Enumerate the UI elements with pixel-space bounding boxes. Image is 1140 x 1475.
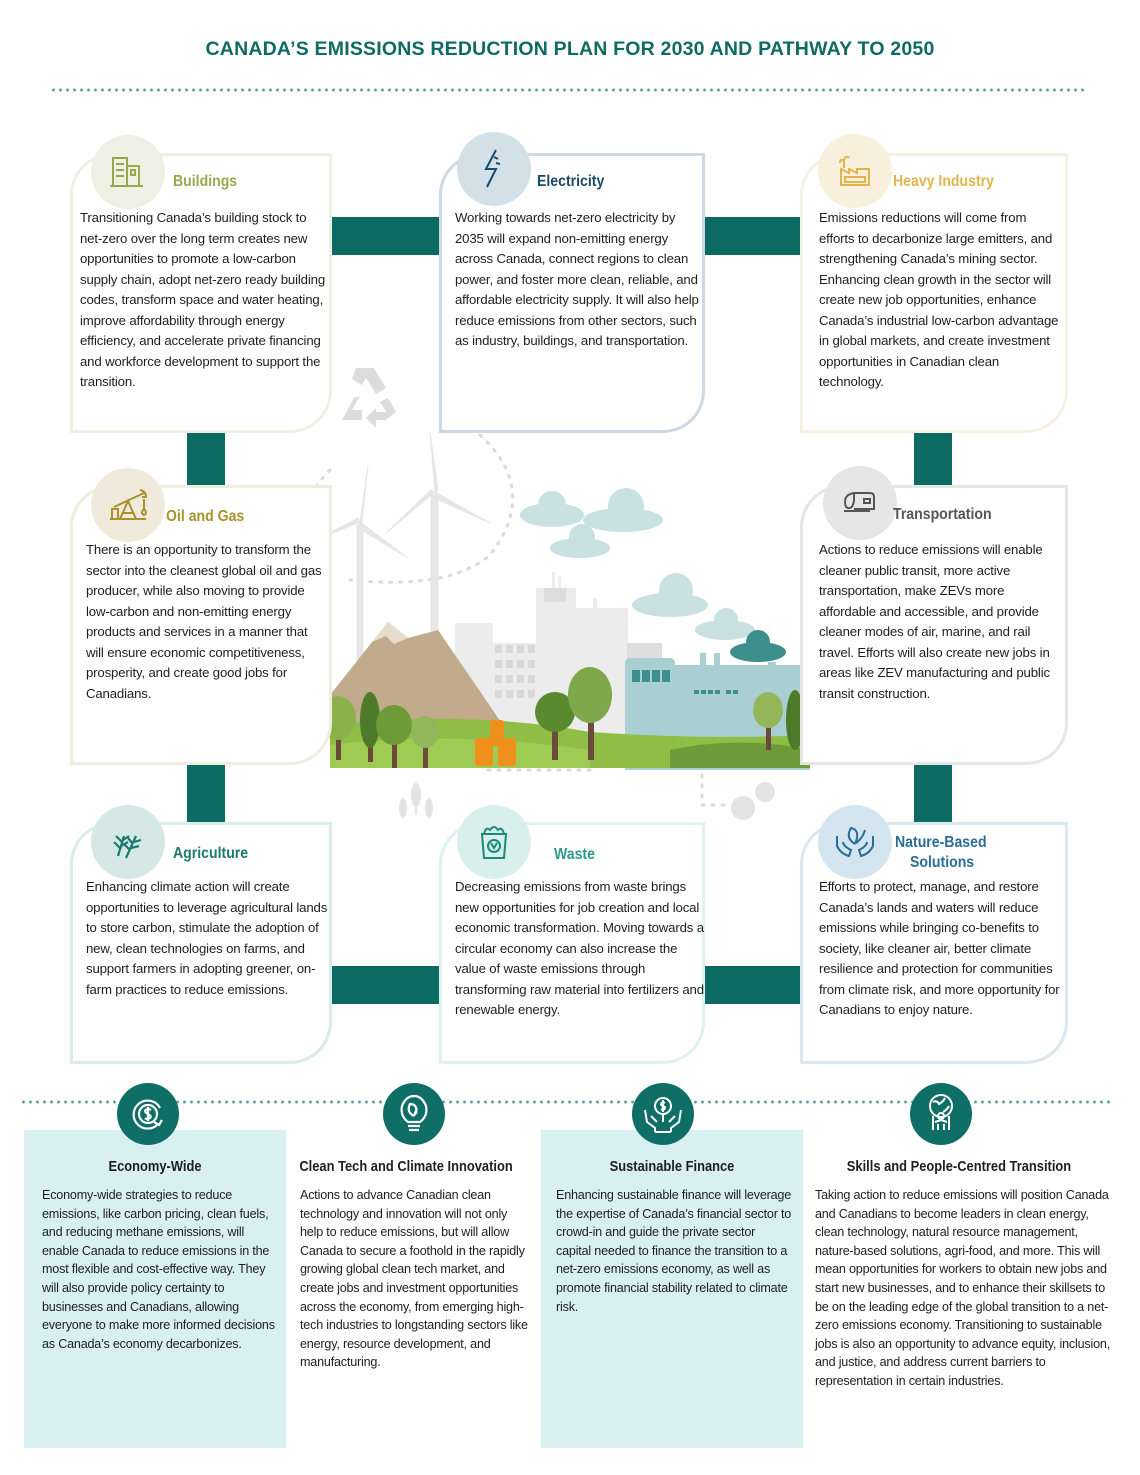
sector-description: Decreasing emissions from waste brings n… bbox=[455, 879, 704, 1017]
connector-transport-nature bbox=[914, 762, 952, 822]
oil-and-gas-icon-badge bbox=[91, 468, 165, 542]
sector-title-line-1: Nature-Based bbox=[895, 834, 987, 851]
pillar-title-skills: Skills and People-Centred Transition bbox=[846, 1158, 1072, 1175]
connector-waste-nature bbox=[705, 966, 803, 1004]
pillar-bg-economy-wide bbox=[24, 1130, 286, 1448]
pillar-description-clean-tech: Actions to advance Canadian clean techno… bbox=[300, 1188, 528, 1370]
sustainable-finance-icon-badge bbox=[632, 1083, 694, 1145]
sector-title: Waste bbox=[554, 846, 595, 863]
transportation-icon-badge bbox=[823, 466, 897, 540]
pillar-bg-sustainable-finance bbox=[541, 1130, 803, 1448]
lightbulb-leaf-icon bbox=[400, 1094, 428, 1132]
sector-title: Electricity bbox=[537, 173, 605, 190]
dollar-cycle-icon bbox=[132, 1099, 163, 1130]
sector-description: Enhancing climate action will create opp… bbox=[86, 879, 328, 997]
sector-card-nature-based-solutions: Nature-Based Solutions Efforts to protec… bbox=[800, 805, 1068, 1064]
landscape-illustration bbox=[296, 368, 810, 820]
economy-wide-icon-badge bbox=[117, 1083, 179, 1145]
sector-card-buildings: Buildings Transitioning Canada’s buildin… bbox=[70, 135, 332, 433]
connector-oilgas-agriculture bbox=[187, 762, 225, 822]
page-title: CANADA’S EMISSIONS REDUCTION PLAN FOR 20… bbox=[205, 38, 935, 60]
sector-title: Buildings bbox=[173, 173, 238, 190]
connector-agriculture-waste bbox=[332, 966, 440, 1004]
hands-coin-icon bbox=[644, 1097, 682, 1133]
sector-title: Heavy Industry bbox=[893, 173, 994, 190]
sector-card-transportation: Transportation Actions to reduce emissio… bbox=[800, 466, 1068, 765]
buildings-icon bbox=[110, 157, 143, 187]
pillar-description-sustainable-finance: Enhancing sustainable finance will lever… bbox=[556, 1188, 792, 1314]
sector-description: Efforts to protect, manage, and restore … bbox=[819, 879, 1060, 1017]
pillar-title-sustainable-finance: Sustainable Finance bbox=[609, 1158, 735, 1175]
sector-description: Working towards net-zero electricity by … bbox=[455, 210, 699, 348]
connector-buildings-oilgas bbox=[187, 433, 225, 485]
heavy-industry-icon-badge bbox=[818, 134, 892, 208]
buildings-icon-badge bbox=[91, 135, 165, 209]
sector-title: Agriculture bbox=[173, 845, 249, 862]
waste-icon-badge bbox=[457, 805, 531, 879]
pillar-description-skills: Taking action to reduce emissions will p… bbox=[815, 1188, 1111, 1388]
connector-electricity-industry bbox=[705, 217, 803, 255]
sector-card-electricity: Electricity Working towards net-zero ele… bbox=[439, 132, 705, 433]
pillar-description-economy-wide: Economy-wide strategies to reduce emissi… bbox=[42, 1188, 275, 1351]
skills-icon-badge bbox=[910, 1083, 972, 1145]
sector-description: Actions to reduce emissions will enable … bbox=[819, 542, 1050, 701]
sector-title: Transportation bbox=[893, 506, 992, 523]
recycle-icon bbox=[342, 368, 396, 428]
divider-top bbox=[50, 88, 1086, 92]
sector-title: Oil and Gas bbox=[166, 508, 245, 525]
hands-leaf-icon bbox=[836, 826, 874, 858]
factory-icon bbox=[839, 155, 870, 186]
sector-card-agriculture: Agriculture Enhancing climate action wil… bbox=[70, 805, 332, 1064]
pillar-title-clean-tech: Clean Tech and Climate Innovation bbox=[299, 1158, 513, 1175]
oil-pump-icon bbox=[110, 489, 148, 520]
agriculture-icon-badge bbox=[91, 805, 165, 879]
sector-description: There is an opportunity to transform the… bbox=[86, 542, 322, 701]
pillar-title-economy-wide: Economy-Wide bbox=[108, 1158, 202, 1175]
sector-card-oil-and-gas: Oil and Gas There is an opportunity to t… bbox=[70, 468, 332, 765]
sector-title-line-2: Solutions bbox=[910, 854, 975, 871]
sector-description: Emissions reductions will come from effo… bbox=[819, 210, 1059, 389]
lightning-bolt-icon bbox=[484, 149, 501, 188]
divider-bottom bbox=[20, 1100, 1112, 1104]
people-globe-icon bbox=[929, 1094, 953, 1130]
recycling-bin-icon bbox=[480, 826, 508, 859]
connector-industry-transport bbox=[914, 433, 952, 485]
sector-card-heavy-industry: Heavy Industry Emissions reductions will… bbox=[800, 134, 1068, 433]
vehicle-icon bbox=[844, 491, 875, 512]
sector-description: Transitioning Canada’s building stock to… bbox=[80, 210, 326, 389]
nature-based-solutions-icon-badge bbox=[818, 805, 892, 879]
wheat-icon bbox=[113, 835, 142, 859]
electricity-icon-badge bbox=[457, 132, 531, 206]
connector-buildings-electricity bbox=[332, 217, 440, 255]
clean-tech-icon-badge bbox=[383, 1083, 445, 1145]
sector-card-waste: Waste Decreasing emissions from waste br… bbox=[439, 805, 705, 1064]
